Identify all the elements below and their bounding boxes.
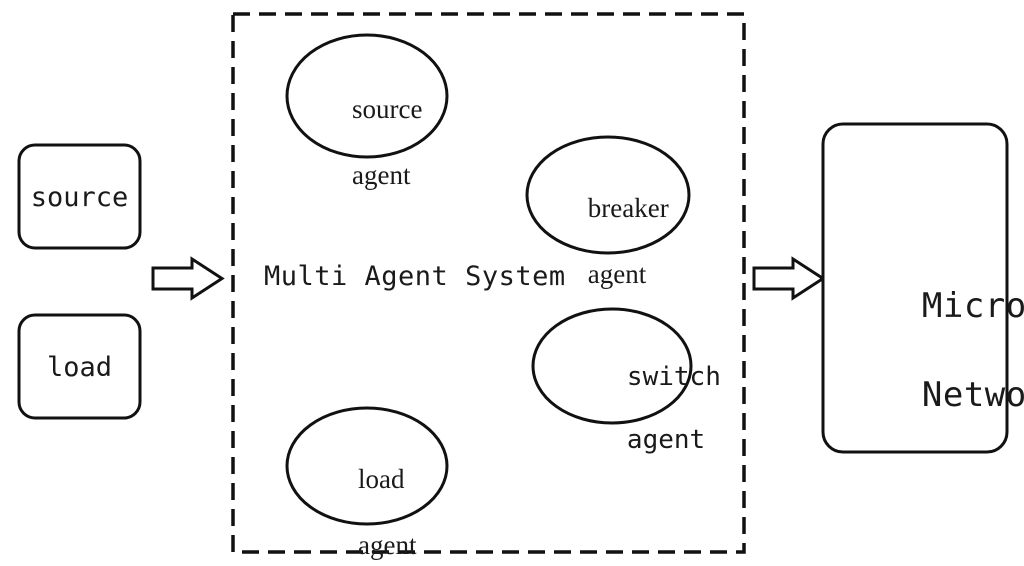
microgrid-network-box[interactable] — [821, 122, 1009, 454]
agent-node-source[interactable] — [285, 33, 449, 159]
load-box[interactable] — [17, 313, 142, 420]
agent-source-line1: source — [352, 93, 423, 124]
agent-node-switch-label: switch agent — [533, 330, 721, 489]
agent-breaker-line1: breaker — [587, 192, 669, 223]
arrow-mas-to-microgrid-icon — [752, 256, 826, 301]
agent-node-source-label: source agent — [287, 60, 447, 225]
agent-node-load[interactable] — [285, 406, 449, 526]
agent-node-switch[interactable] — [531, 307, 693, 425]
agent-node-breaker-label: breaker agent — [527, 159, 689, 324]
mas-container — [231, 12, 746, 554]
agent-node-load-label: load agent — [287, 430, 447, 566]
agent-load-line2: agent — [358, 529, 417, 560]
source-box[interactable] — [17, 143, 142, 250]
agent-breaker-line2: agent — [587, 258, 647, 289]
agent-load-line1: load — [358, 463, 405, 494]
agent-node-breaker[interactable] — [525, 135, 691, 255]
arrow-inputs-to-mas-icon — [151, 256, 225, 301]
agent-source-line2: agent — [352, 159, 411, 190]
